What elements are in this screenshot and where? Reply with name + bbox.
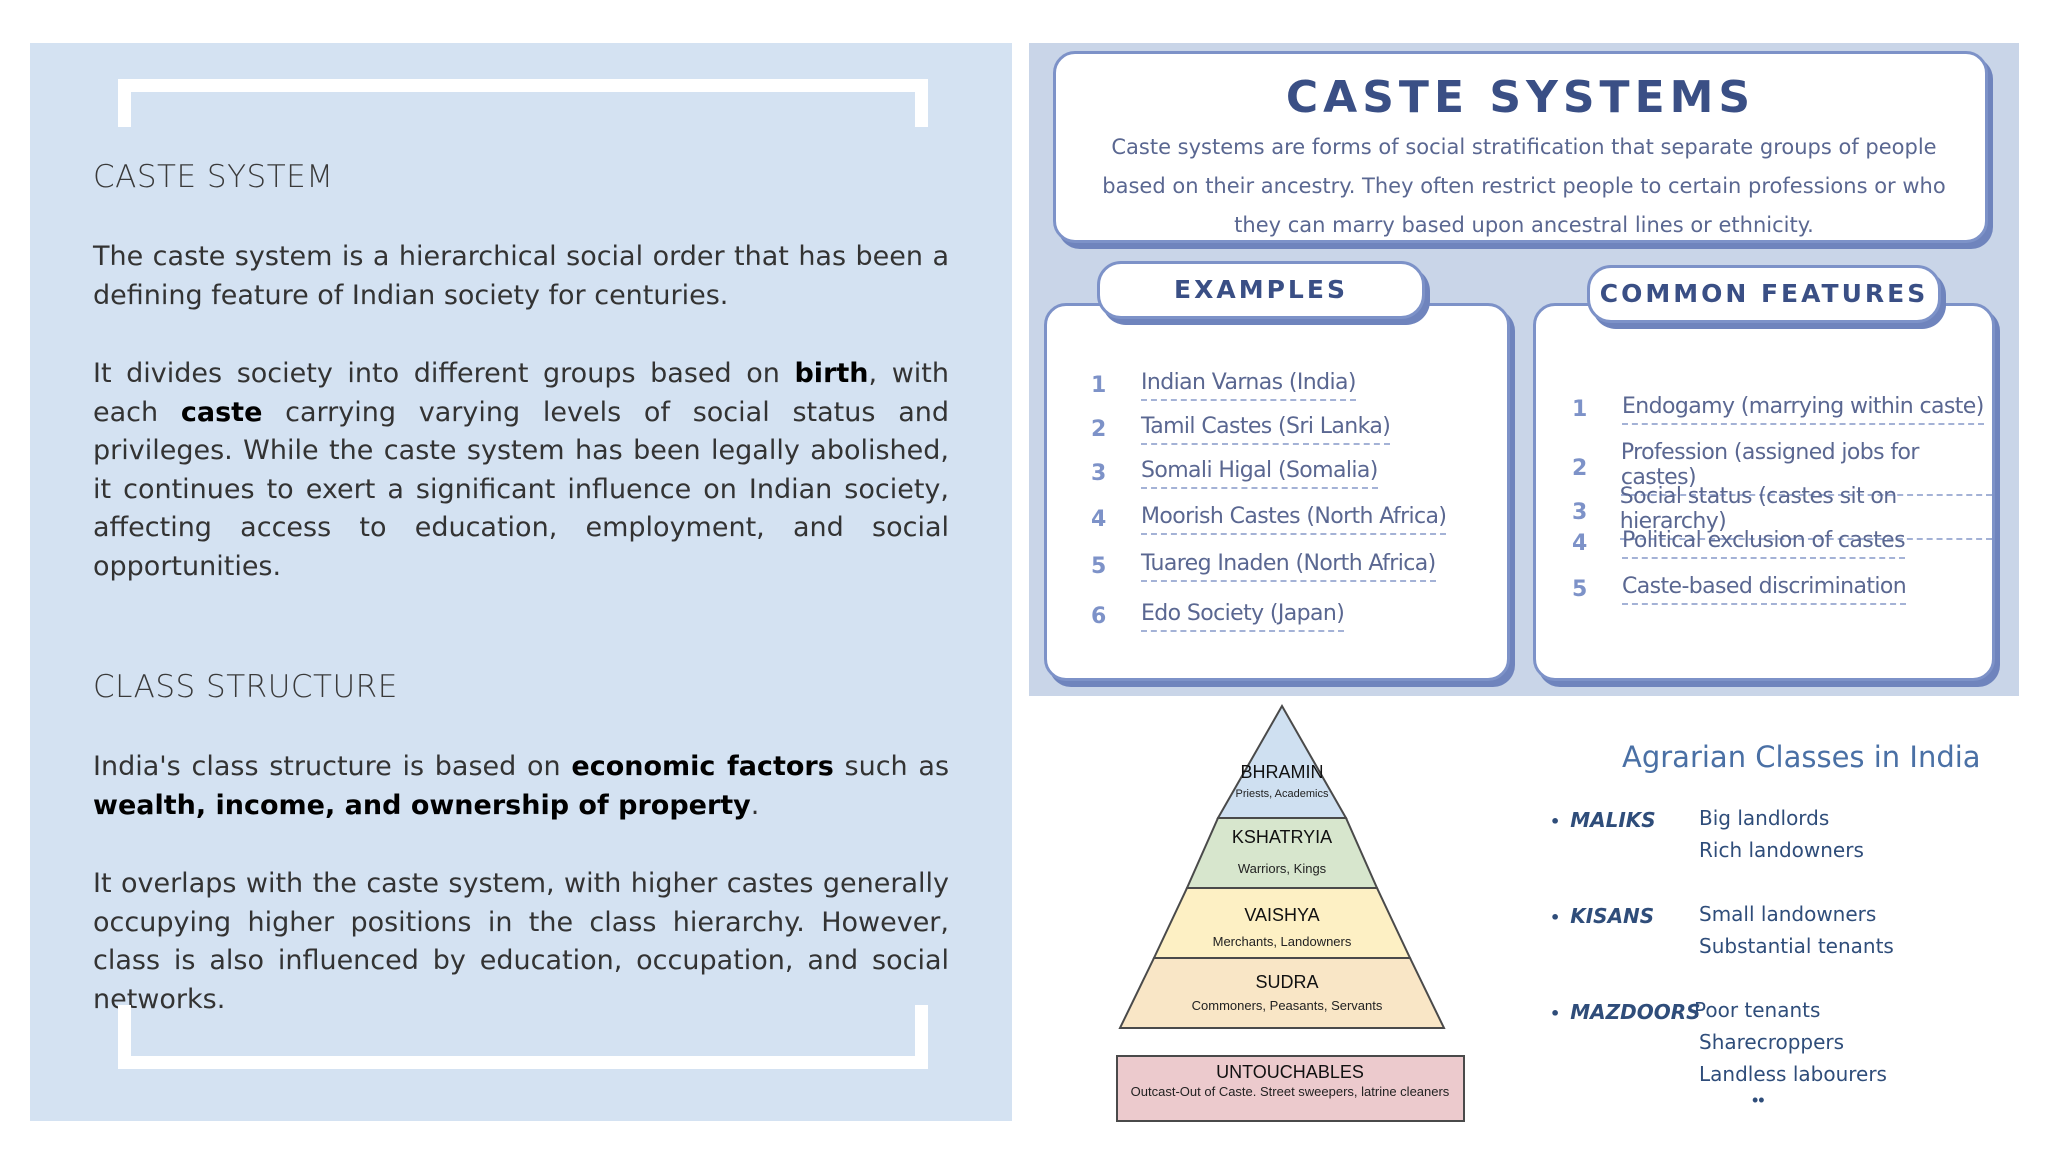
tier-subtitle: Merchants, Landowners: [1213, 934, 1352, 949]
agrarian-title: Agrarian Classes in India: [1622, 740, 1981, 774]
untouchables-name: UNTOUCHABLES: [1216, 1062, 1364, 1082]
infographic-description: Caste systems are forms of social strati…: [1102, 135, 1946, 237]
agrarian-class-description: Poor tenants Sharecroppers Landless labo…: [1694, 998, 1887, 1086]
title-card: CASTE SYSTEMS Caste systems are forms of…: [1053, 51, 1988, 243]
agrarian-class-description: Small landowners Substantial tenants: [1699, 902, 1894, 958]
tier-subtitle: Priests, Academics: [1236, 788, 1329, 800]
agrarian-class-label: KISANS: [1550, 904, 1654, 928]
class-structure-heading: CLASS STRUCTURE: [93, 669, 398, 705]
caste-system-paragraph-1: The caste system is a hierarchical socia…: [93, 241, 949, 311]
tier-subtitle: Commoners, Peasants, Servants: [1192, 998, 1383, 1013]
class-structure-paragraph-1: India's class structure is based on econ…: [93, 751, 950, 821]
caste-pyramid: BHRAMIN Priests, Academics KSHATRYIA War…: [1116, 703, 1465, 1122]
pyramid-tier-sudra: [1118, 957, 1446, 1029]
agrarian-class-label: MAZDOORS: [1550, 1000, 1700, 1024]
agrarian-class-description: Big landlords Rich landowners: [1699, 806, 1864, 862]
caste-systems-infographic: CASTE SYSTEMS Caste systems are forms of…: [1029, 43, 2019, 696]
tier-name: KSHATRYIA: [1232, 827, 1332, 847]
decorative-bracket-bottom: [118, 1005, 928, 1069]
agrarian-class-label: MALIKS: [1550, 808, 1655, 832]
common-features-tab: COMMON FEATURES: [1587, 265, 1941, 323]
tier-name: SUDRA: [1255, 972, 1318, 992]
examples-tab: EXAMPLES: [1097, 261, 1425, 319]
left-text-panel: CASTE SYSTEM The caste system is a hiera…: [30, 43, 1012, 1121]
untouchables-subtitle: Outcast-Out of Caste. Street sweepers, l…: [1131, 1084, 1450, 1099]
tier-subtitle: Warriors, Kings: [1238, 861, 1327, 876]
tier-name: BHRAMIN: [1240, 762, 1323, 782]
tier-name: VAISHYA: [1244, 905, 1319, 925]
caste-system-paragraph-2: It divides society into different groups…: [93, 358, 949, 582]
agrarian-footer-dots: ••: [1752, 1090, 1765, 1110]
caste-system-heading: CASTE SYSTEM: [93, 159, 334, 195]
infographic-title: CASTE SYSTEMS: [1285, 72, 1756, 123]
decorative-bracket-top: [118, 79, 928, 127]
class-structure-paragraph-2: It overlaps with the caste system, with …: [93, 868, 949, 1015]
untouchables-box: [1116, 1055, 1465, 1122]
